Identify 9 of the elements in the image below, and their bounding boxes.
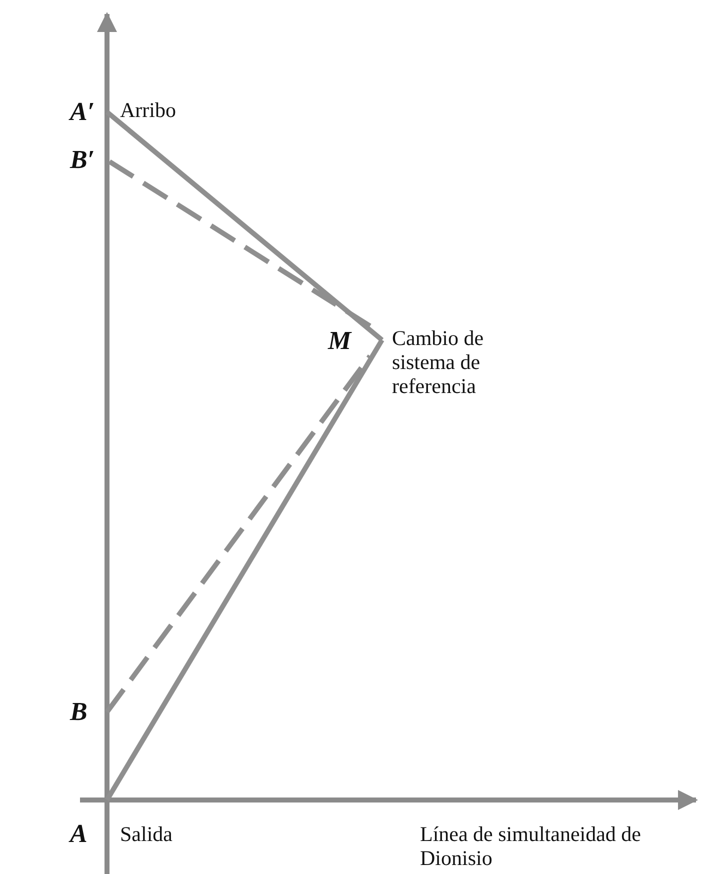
point-label: M — [328, 327, 352, 355]
point-caption: Salida — [120, 822, 174, 846]
point-caption: Arribo — [120, 98, 177, 122]
point-label: B′ — [70, 146, 95, 174]
point-caption: Cambio de sistema de referencia — [392, 326, 485, 398]
point-label: A′ — [70, 98, 95, 126]
axis-label: Línea de simultaneidad de Dionisio — [420, 822, 642, 870]
point-label: B — [70, 698, 88, 726]
point-label: A — [70, 820, 88, 848]
